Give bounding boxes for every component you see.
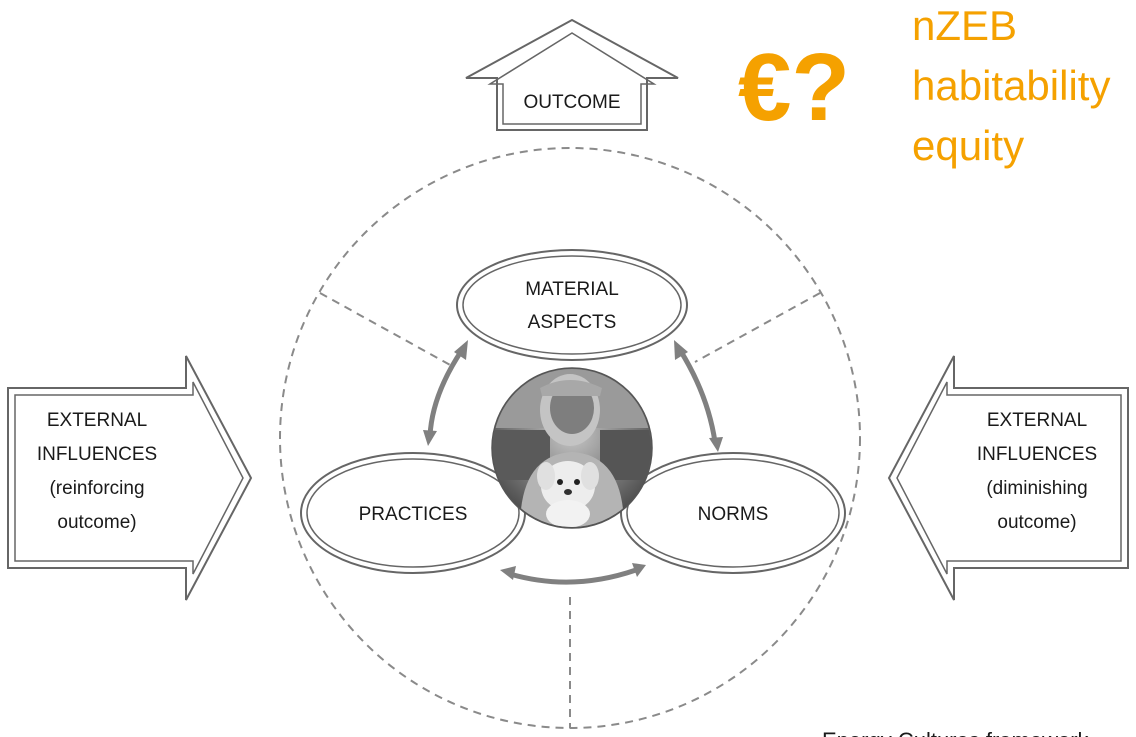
footer-caption: Energy Cultures framework <box>822 728 1090 737</box>
right-influence-line-3: (diminishing <box>986 478 1087 499</box>
arrowhead-material-right <box>674 340 688 360</box>
connector-arrows <box>427 348 718 585</box>
left-influence-line-2: INFLUENCES <box>37 444 157 465</box>
right-influence-line-1: EXTERNAL <box>987 410 1087 431</box>
outcome-arrow: OUTCOME <box>465 18 679 131</box>
practices-label: PRACTICES <box>359 504 468 525</box>
callout-line-habitability: habitability <box>912 62 1110 109</box>
node-material-aspects: MATERIAL ASPECTS <box>456 249 688 361</box>
euro-question-mark: €? <box>738 34 850 141</box>
node-norms: NORMS <box>620 452 846 574</box>
norms-label: NORMS <box>698 504 769 525</box>
callout-line-nzeb: nZEB <box>912 2 1017 49</box>
external-influences-left-arrow: EXTERNAL INFLUENCES (reinforcing outcome… <box>7 355 253 601</box>
left-influence-line-3: (reinforcing <box>49 478 144 499</box>
divider-line-right <box>694 292 821 363</box>
arrow-material-practices <box>427 348 465 437</box>
arrowheads <box>423 340 723 580</box>
arrowhead-norms-bottom <box>632 563 646 577</box>
left-influence-line-4: outcome) <box>57 512 136 533</box>
arrowhead-material-left <box>454 340 468 360</box>
arrowhead-norms-top <box>709 437 723 452</box>
arrow-practices-norms <box>509 567 637 585</box>
arrowhead-practices-top <box>423 430 437 446</box>
node-practices: PRACTICES <box>300 452 526 574</box>
divider-line-left <box>319 292 453 367</box>
left-influence-line-1: EXTERNAL <box>47 410 147 431</box>
callout-line-equity: equity <box>912 122 1024 169</box>
right-influence-line-2: INFLUENCES <box>977 444 1097 465</box>
external-influences-right-arrow: EXTERNAL INFLUENCES (diminishing outcome… <box>887 355 1129 601</box>
arrow-material-norms <box>677 348 718 443</box>
arrowhead-practices-bottom <box>500 566 516 580</box>
center-photo <box>491 367 653 529</box>
material-label-line-2: ASPECTS <box>528 312 617 333</box>
outcome-label: OUTCOME <box>523 92 620 113</box>
material-label-line-1: MATERIAL <box>525 279 619 300</box>
right-influence-line-4: outcome) <box>997 512 1076 533</box>
